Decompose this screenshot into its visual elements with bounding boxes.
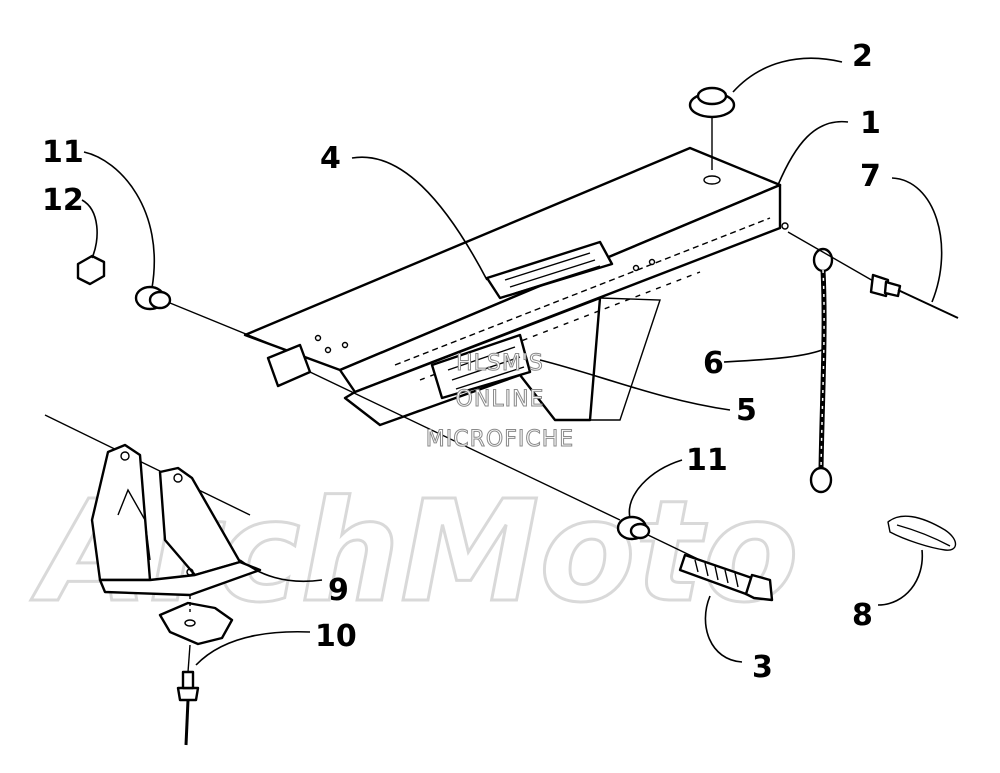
bracket-9: [44, 414, 262, 597]
strap-6: [809, 247, 834, 494]
bolt-3: [678, 553, 774, 602]
spacer-11-lower: [616, 515, 651, 541]
grommet-2: [688, 86, 736, 185]
callout-8: 8: [852, 598, 873, 633]
leader-4: [351, 156, 488, 281]
callout-1: 1: [860, 106, 881, 141]
callout-7: 7: [860, 159, 881, 194]
axis-pin: [787, 231, 876, 283]
leader-11-left: [83, 151, 156, 289]
leader-10: [195, 630, 311, 666]
watermark-line-3: MICROFICHE: [426, 427, 574, 452]
axis-hinge: [309, 371, 621, 521]
watermark-text: HLSM'S ONLINE MICROFICHE: [425, 351, 574, 453]
callout-6: 6: [703, 346, 724, 381]
axis-left: [169, 302, 269, 344]
callout-11-left: 11: [42, 135, 84, 170]
pin-7: [869, 273, 959, 319]
callout-2: 2: [852, 39, 873, 74]
callout-5: 5: [736, 393, 757, 428]
callout-12: 12: [42, 183, 84, 218]
leader-2: [732, 57, 843, 93]
watermark-line-1: HLSM'S: [456, 351, 544, 376]
pad: [158, 601, 234, 646]
watermark-line-2: ONLINE: [456, 387, 545, 412]
leader-8: [877, 549, 924, 606]
nut-12: [76, 254, 106, 286]
leader-1: [777, 120, 849, 186]
rivet-10: [176, 644, 200, 746]
leader-3: [704, 595, 743, 663]
callout-10: 10: [315, 619, 357, 654]
callout-4: 4: [320, 141, 341, 176]
callout-3: 3: [752, 650, 773, 685]
clip-8: [887, 515, 957, 551]
callout-9: 9: [328, 573, 349, 608]
callout-11-lower: 11: [686, 443, 728, 478]
leader-5: [539, 359, 731, 411]
leader-7: [891, 177, 943, 303]
spacer-11-left: [134, 285, 172, 311]
leader-6: [723, 349, 823, 363]
chain-guard-cover: [243, 146, 789, 427]
leader-12: [81, 199, 98, 259]
leader-11-lower: [628, 459, 683, 519]
leader-9: [239, 559, 323, 583]
watermark-brand: ArchMoto: [30, 471, 799, 634]
